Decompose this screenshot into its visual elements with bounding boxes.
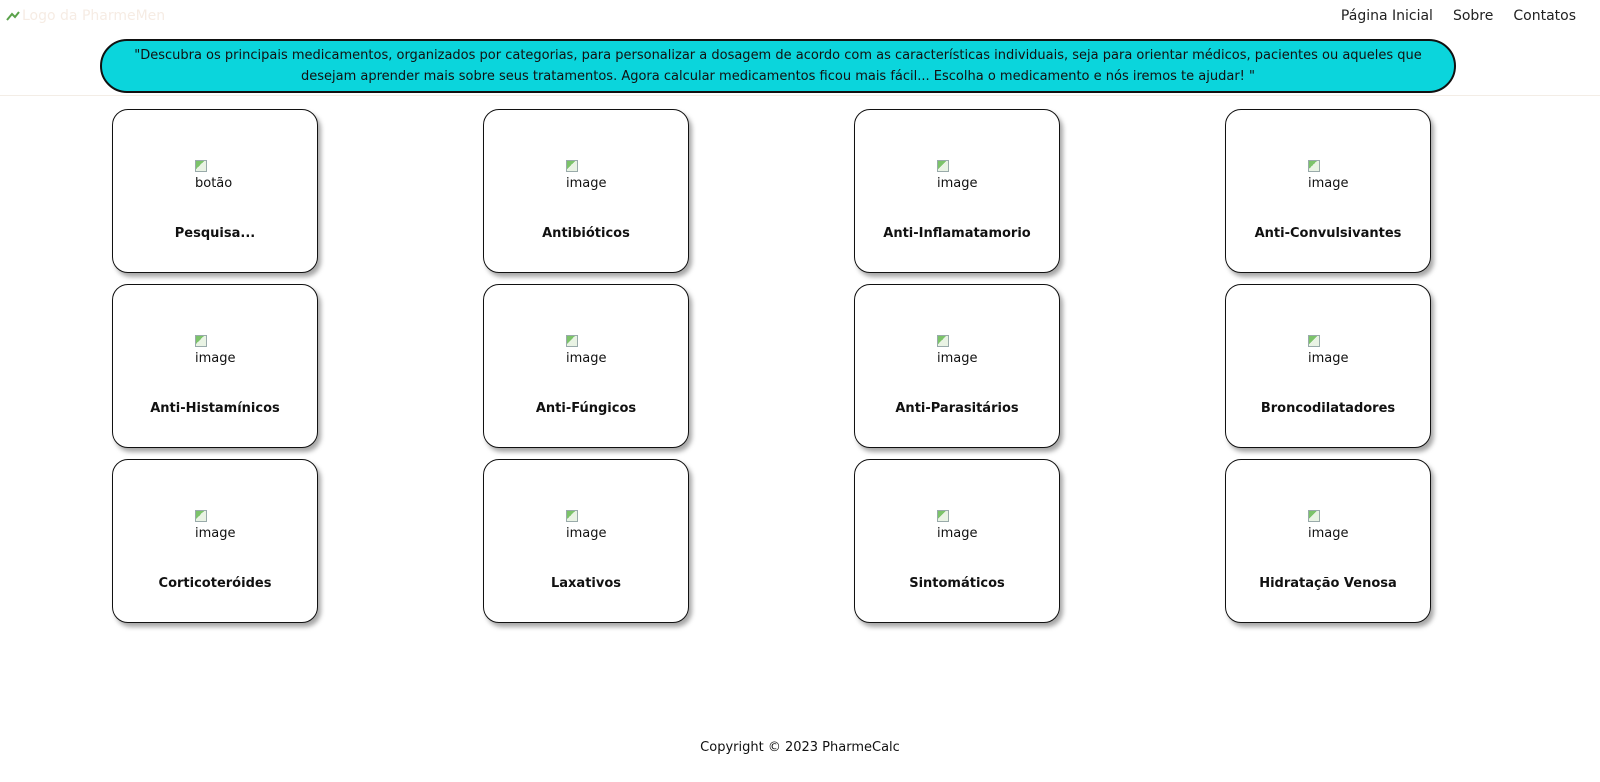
category-label: Anti-Fúngicos <box>535 401 637 416</box>
footer: Copyright © 2023 PharmeCalc <box>0 740 1600 755</box>
broken-image-icon <box>1308 510 1320 522</box>
category-image-alt: image <box>1308 351 1349 366</box>
category-image-alt: image <box>566 526 607 541</box>
category-image-alt: image <box>1308 526 1349 541</box>
category-card-corticosteroids[interactable]: image Corticoteróides <box>112 459 318 623</box>
category-card-laxatives[interactable]: image Laxativos <box>483 459 689 623</box>
category-card-antibiotics[interactable]: image Antibióticos <box>483 109 689 273</box>
nav-link-contacts[interactable]: Contatos <box>1513 8 1576 24</box>
category-label: Anti-Convulsivantes <box>1254 226 1402 241</box>
category-image: image <box>1308 510 1350 544</box>
category-image-alt: image <box>937 351 978 366</box>
category-image-alt: botão <box>195 176 233 191</box>
category-card-antiparasitics[interactable]: image Anti-Parasitários <box>854 284 1060 448</box>
category-image: image <box>566 335 608 369</box>
category-label: Sintomáticos <box>909 576 1005 591</box>
broken-image-icon <box>937 160 949 172</box>
category-image: botão <box>195 160 237 194</box>
broken-image-icon <box>937 510 949 522</box>
category-image: image <box>195 510 237 544</box>
category-image-alt: image <box>1308 176 1349 191</box>
category-image: image <box>1308 160 1350 194</box>
category-image: image <box>937 335 979 369</box>
category-label: Pesquisa... <box>174 226 256 241</box>
category-image: image <box>937 510 979 544</box>
logo[interactable]: Logo da PharmeMen <box>6 8 165 24</box>
category-label: Anti-Parasitários <box>895 401 1019 416</box>
category-image: image <box>566 510 608 544</box>
broken-image-icon <box>1308 160 1320 172</box>
category-image: image <box>566 160 608 194</box>
category-card-antihistamines[interactable]: image Anti-Histamínicos <box>112 284 318 448</box>
broken-image-icon <box>195 335 207 347</box>
category-image: image <box>1308 335 1350 369</box>
category-label: Laxativos <box>550 576 622 591</box>
broken-image-icon <box>937 335 949 347</box>
category-card-iv-hydration[interactable]: image Hidratação Venosa <box>1225 459 1431 623</box>
top-navbar: Logo da PharmeMen Página Inicial Sobre C… <box>0 0 1600 36</box>
category-label: Antibióticos <box>542 226 630 241</box>
category-image-alt: image <box>937 176 978 191</box>
category-image: image <box>195 335 237 369</box>
category-label: Broncodilatadores <box>1260 401 1396 416</box>
main-nav: Página Inicial Sobre Contatos <box>1341 8 1576 24</box>
broken-image-icon <box>195 160 207 172</box>
broken-image-icon <box>566 335 578 347</box>
copyright-text: Copyright © 2023 PharmeCalc <box>700 740 900 755</box>
broken-image-icon <box>566 510 578 522</box>
category-image-alt: image <box>937 526 978 541</box>
category-card-symptomatics[interactable]: image Sintomáticos <box>854 459 1060 623</box>
category-card-search[interactable]: botão Pesquisa... <box>112 109 318 273</box>
broken-image-icon <box>195 510 207 522</box>
nav-link-home[interactable]: Página Inicial <box>1340 8 1433 24</box>
category-card-bronchodilators[interactable]: image Broncodilatadores <box>1225 284 1431 448</box>
category-image-alt: image <box>566 176 607 191</box>
nav-link-about[interactable]: Sobre <box>1452 8 1494 24</box>
category-label: Anti-Inflamatamorio <box>883 226 1031 241</box>
intro-banner: "Descubra os principais medicamentos, or… <box>100 39 1456 93</box>
category-image-alt: image <box>566 351 607 366</box>
category-card-anticonvulsants[interactable]: image Anti-Convulsivantes <box>1225 109 1431 273</box>
category-label: Anti-Histamínicos <box>150 401 280 416</box>
category-image-alt: image <box>195 351 236 366</box>
category-card-anti-inflammatory[interactable]: image Anti-Inflamatamorio <box>854 109 1060 273</box>
header-divider <box>0 95 1600 96</box>
category-card-antifungals[interactable]: image Anti-Fúngicos <box>483 284 689 448</box>
broken-image-icon <box>6 11 20 21</box>
broken-image-icon <box>1308 335 1320 347</box>
category-image-alt: image <box>195 526 236 541</box>
category-image: image <box>937 160 979 194</box>
category-label: Hidratação Venosa <box>1259 576 1397 591</box>
intro-banner-text: "Descubra os principais medicamentos, or… <box>134 48 1422 84</box>
logo-alt-text: Logo da PharmeMen <box>22 8 166 24</box>
broken-image-icon <box>566 160 578 172</box>
category-label: Corticoteróides <box>158 576 272 591</box>
